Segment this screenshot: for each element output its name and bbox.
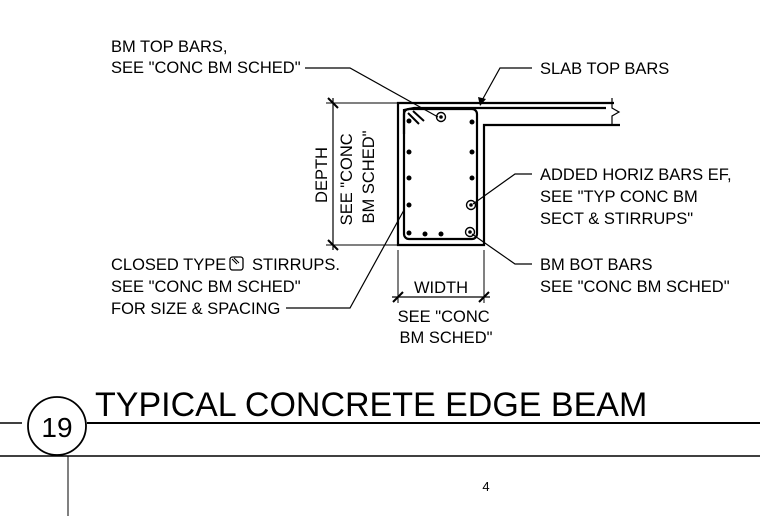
rebar-dot bbox=[439, 115, 443, 119]
rebar-dot bbox=[406, 230, 412, 236]
rebar-dot bbox=[406, 175, 412, 181]
rebar-dot bbox=[406, 202, 412, 208]
label-line: SLAB TOP BARS bbox=[540, 60, 669, 78]
detail-number: 19 bbox=[41, 412, 72, 443]
slab-top-bar bbox=[402, 106, 606, 134]
width-note: SEE "CONC BM SCHED" bbox=[398, 308, 495, 347]
depth-dim-label: DEPTH bbox=[313, 147, 331, 203]
label-bm-top-bars: BM TOP BARS, SEE "CONC BM SCHED" bbox=[111, 38, 301, 77]
label-line: SECT & STIRRUPS" bbox=[540, 210, 693, 228]
width-dim-label: WIDTH bbox=[414, 279, 468, 297]
stirrup bbox=[402, 107, 479, 241]
label-bm-bot-bars: BM BOT BARS SEE "CONC BM SCHED" bbox=[540, 256, 730, 296]
rebar-dot bbox=[468, 230, 472, 234]
rebar-dot bbox=[464, 226, 476, 238]
stirrup-hook bbox=[407, 110, 425, 125]
rebar-dot bbox=[469, 203, 473, 207]
leader-added-horiz-bars bbox=[472, 173, 532, 205]
rebar-dot bbox=[435, 111, 447, 123]
beam-slab-outline bbox=[396, 101, 620, 247]
arrowhead bbox=[478, 97, 486, 106]
slab-break-line bbox=[611, 98, 621, 126]
label-stirrups-line1-pre: CLOSED TYPE bbox=[111, 256, 226, 274]
page-number: 4 bbox=[482, 479, 489, 494]
label-stirrups-line1-post: STIRRUPS. bbox=[252, 256, 340, 274]
label-line: BM BOT BARS bbox=[540, 256, 652, 274]
width-dimension bbox=[392, 250, 490, 303]
leader-bm-top-bars bbox=[305, 67, 439, 118]
label-line: SEE "CONC BM SCHED" bbox=[540, 278, 730, 296]
rebar-dot bbox=[465, 199, 477, 211]
label-line: BM SCHED" bbox=[360, 130, 378, 223]
rebar-dot bbox=[469, 119, 475, 125]
depth-dimension bbox=[326, 97, 398, 251]
label-line: SEE "TYP CONC BM bbox=[540, 188, 698, 206]
label-line: FOR SIZE & SPACING bbox=[111, 300, 280, 318]
detail-title: TYPICAL CONCRETE EDGE BEAM bbox=[95, 386, 647, 424]
leader-slab-top-bars bbox=[479, 67, 532, 105]
rebar-dot bbox=[469, 149, 475, 155]
rebar-dot bbox=[422, 231, 428, 237]
label-line: SEE "CONC BM SCHED" bbox=[111, 59, 301, 77]
rebar-dot bbox=[406, 149, 412, 155]
label-line: BM TOP BARS, bbox=[111, 38, 227, 56]
leader-bm-bot-bars bbox=[471, 233, 532, 265]
label-line: ADDED HORIZ BARS EF, bbox=[540, 166, 732, 184]
depth-note: SEE "CONC BM SCHED" bbox=[338, 129, 378, 226]
rebar-dot bbox=[469, 175, 475, 181]
label-added-horiz-bars: ADDED HORIZ BARS EF, SEE "TYP CONC BM SE… bbox=[540, 166, 736, 228]
label-line: SEE "CONC bbox=[338, 133, 356, 225]
leader-stirrups bbox=[286, 209, 405, 309]
label-slab-top-bars: SLAB TOP BARS bbox=[540, 60, 669, 78]
label-stirrups-rest: SEE "CONC BM SCHED" FOR SIZE & SPACING bbox=[111, 278, 305, 318]
detail-number-circle bbox=[27, 396, 87, 456]
label-line: SEE "CONC bbox=[398, 308, 490, 326]
closed-stirrup-icon bbox=[229, 256, 244, 271]
rebar-dot bbox=[406, 118, 412, 124]
rebar-group bbox=[406, 111, 477, 238]
label-line: BM SCHED" bbox=[400, 329, 493, 347]
label-line: SEE "CONC BM SCHED" bbox=[111, 278, 301, 296]
rebar-dot bbox=[438, 231, 444, 237]
